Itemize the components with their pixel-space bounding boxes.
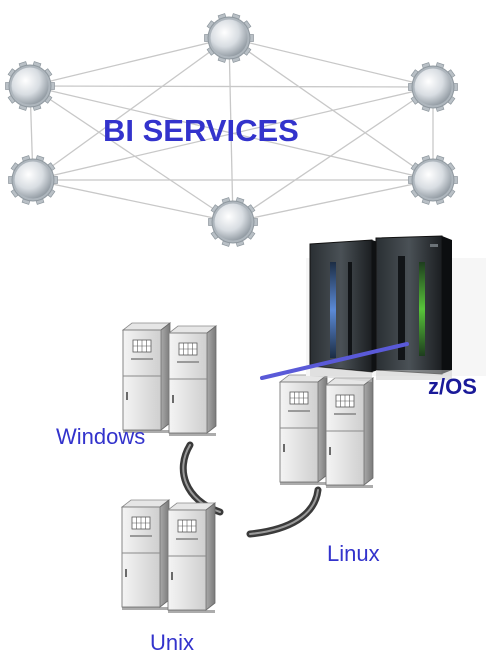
mesh-link bbox=[32, 86, 434, 181]
node-group bbox=[5, 13, 458, 247]
gear-sphere-icon bbox=[5, 61, 55, 111]
windows-label: Windows bbox=[56, 424, 146, 449]
mesh-link bbox=[29, 85, 434, 181]
server-group bbox=[120, 322, 375, 613]
mesh-link bbox=[228, 37, 434, 88]
gear-sphere-icon bbox=[408, 155, 458, 205]
gear-sphere-icon bbox=[204, 13, 254, 63]
bi-services-title: BI SERVICES bbox=[103, 113, 299, 148]
mesh-link bbox=[232, 86, 434, 223]
mesh-link bbox=[32, 179, 234, 223]
mesh-network bbox=[29, 37, 434, 223]
gear-sphere-icon bbox=[408, 62, 458, 112]
linux-server-icon bbox=[278, 374, 375, 488]
zos-label: z/OS bbox=[428, 374, 477, 399]
mesh-link bbox=[232, 179, 434, 223]
mesh-link bbox=[29, 85, 234, 223]
gear-sphere-icon bbox=[8, 155, 58, 205]
windows-server-icon bbox=[121, 322, 218, 436]
mesh-link bbox=[29, 37, 230, 87]
mainframe-icon bbox=[306, 235, 486, 382]
unix-label: Unix bbox=[150, 630, 195, 655]
linux-label: Linux bbox=[327, 541, 380, 566]
mesh-link bbox=[228, 37, 234, 223]
mesh-link bbox=[228, 37, 434, 181]
unix-server-icon bbox=[120, 499, 217, 613]
gear-sphere-icon bbox=[208, 197, 258, 247]
mainframe-link-line bbox=[260, 342, 409, 380]
mesh-link bbox=[29, 85, 434, 88]
